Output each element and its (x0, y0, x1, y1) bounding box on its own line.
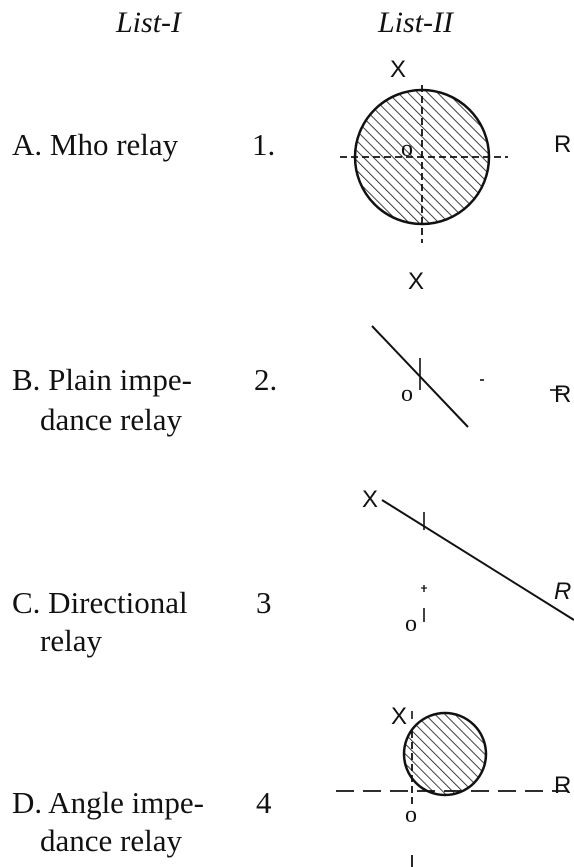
fig1-r-axis-label: R (554, 131, 572, 158)
fig4-circle (402, 711, 488, 797)
fig4-origin-label: o (405, 802, 417, 828)
list-1-item-c-line2: relay (40, 623, 102, 658)
fig4-x-axis-label: X (391, 703, 408, 730)
fig2-line-diagram (371, 325, 562, 428)
fig4-circle-diagram (336, 711, 568, 867)
list-2-number-2: 2. (254, 362, 278, 397)
list-2-number-1: 1. (252, 127, 276, 162)
list-2-number-3: 3 (256, 585, 272, 620)
fig3-characteristic-line (381, 499, 574, 621)
list-1-item-d-line1: D. Angle impe- (12, 785, 204, 820)
fig2-r-axis-label: R (554, 381, 572, 408)
list-1-item-d-line2: dance relay (40, 823, 182, 858)
list-2-number-4: 4 (256, 785, 272, 820)
fig3-x-axis-label: X (362, 486, 379, 513)
fig2-x-axis-label: X (408, 268, 425, 295)
list-1-item-a: A. Mho relay (12, 127, 179, 162)
fig2-origin-label: o (401, 381, 413, 407)
fig3-line-diagram (381, 499, 574, 622)
list-1-header: List-I (116, 6, 182, 39)
fig1-circle-diagram (340, 85, 508, 243)
fig3-r-axis-label: R (554, 578, 572, 605)
list-1-item-b-line1: B. Plain impe- (12, 362, 192, 397)
list-1-item-c-line1: C. Directional (12, 585, 188, 620)
list-1-item-b-line2: dance relay (40, 402, 182, 437)
fig1-x-axis-label: X (390, 56, 407, 83)
list-2-header: List-II (378, 6, 453, 39)
fig3-origin-label: o (405, 611, 417, 637)
